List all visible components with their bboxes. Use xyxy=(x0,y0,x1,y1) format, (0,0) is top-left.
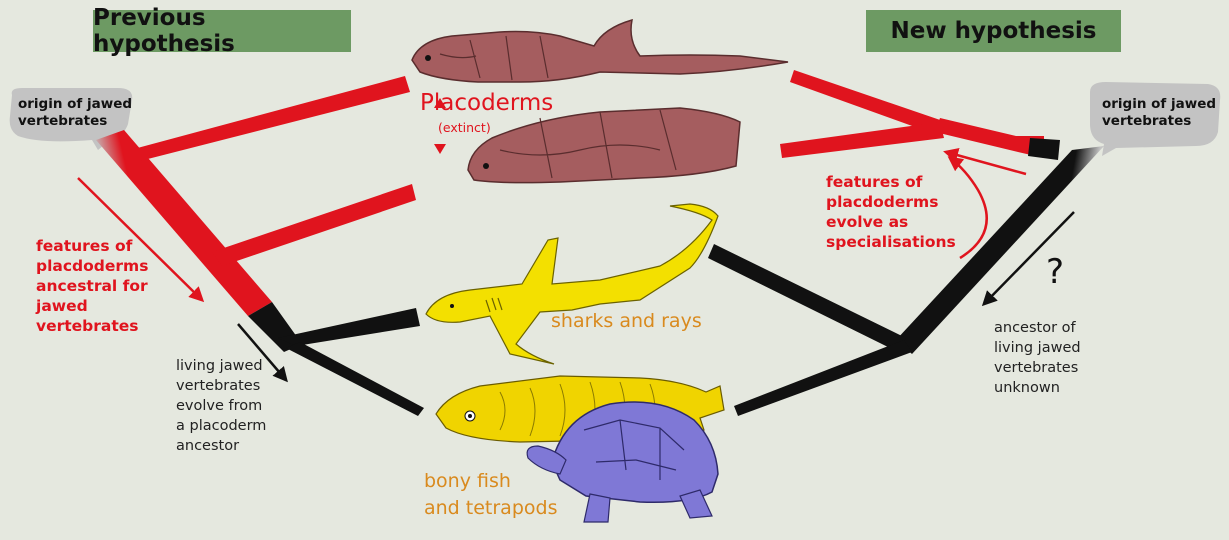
right-stem-red xyxy=(935,118,1044,158)
right-branch-bony xyxy=(734,340,912,416)
placoderm-fish-icon xyxy=(412,20,788,82)
sharks-label: sharks and rays xyxy=(551,308,702,335)
extinct-label: (extinct) xyxy=(438,120,491,135)
right-features-note: features of placdoderms evolve as specia… xyxy=(826,172,956,252)
shark-icon xyxy=(426,204,718,364)
left-branch-placoderm-upper xyxy=(130,76,410,162)
placoderm-fish-icon xyxy=(468,108,740,183)
right-branch-placoderm-lower xyxy=(780,122,944,158)
right-origin-label: origin of jawed vertebrates xyxy=(1102,96,1216,130)
left-branch-bony xyxy=(286,342,424,416)
left-living-note: living jawed vertebrates evolve from a p… xyxy=(176,356,266,456)
bony-fish-label: bony fish and tetrapods xyxy=(424,468,557,522)
left-branch-sharks xyxy=(278,308,420,346)
previous-hypothesis-title: Previous hypothesis xyxy=(93,10,351,52)
placoderms-label: Placoderms xyxy=(420,90,553,116)
right-branch-sharks xyxy=(708,244,906,352)
left-features-note: features of placdoderms ancestral for ja… xyxy=(36,236,148,336)
left-origin-label: origin of jawed vertebrates xyxy=(18,96,132,130)
left-branch-placoderm-lower xyxy=(212,184,416,266)
right-ancestor-note: ancestor of living jawed vertebrates unk… xyxy=(994,318,1081,398)
question-mark: ? xyxy=(1046,252,1064,292)
new-hypothesis-title: New hypothesis xyxy=(866,10,1121,52)
